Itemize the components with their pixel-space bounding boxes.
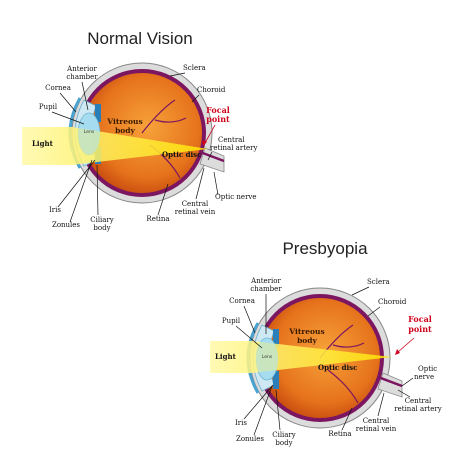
light-beam: [22, 127, 208, 165]
focal-point-arrow: [397, 337, 415, 353]
pupil-label: Pupil: [39, 103, 58, 111]
vitreous-label-1: Vitreous: [106, 117, 142, 126]
ciliary-body-leader: [96, 164, 99, 216]
lens-overlay: [256, 338, 278, 380]
zonules-label: Zonules: [52, 221, 80, 229]
anterior-chamber-label-2: chamber: [250, 285, 282, 293]
optic-nerve-label-1: Optic: [418, 365, 437, 373]
optic-disc-label: Optic disc: [162, 150, 201, 159]
central-retinal-vein-label-1: Central: [363, 417, 390, 425]
central-retinal-artery-leader: [207, 151, 213, 161]
anterior-chamber-label-2: chamber: [66, 73, 98, 81]
choroid-label: Choroid: [378, 298, 407, 306]
iris-label: Iris: [235, 419, 247, 427]
ciliary-body-label-1: Ciliary: [90, 216, 114, 224]
focal-point-label-2: point: [206, 114, 230, 124]
zonules-leader: [69, 159, 93, 223]
central-retinal-artery-label-2: retinal artery: [394, 405, 442, 413]
diagram-title: Presbyopia: [282, 239, 368, 258]
cornea-leader: [243, 305, 256, 334]
choroid-label: Choroid: [197, 86, 226, 94]
focal-point-label-2: point: [408, 324, 432, 334]
vitreous-label-2: body: [115, 126, 135, 135]
focal-point-arrowhead: [395, 349, 400, 355]
optic-disc-label: Optic disc: [318, 363, 357, 372]
light-label: Light: [215, 352, 237, 361]
central-retinal-artery-label-1: Central: [218, 136, 245, 144]
pupil-label: Pupil: [222, 317, 241, 325]
ciliary-body-label-2: body: [275, 439, 292, 447]
pupil-leader: [235, 325, 263, 349]
iris-lower: [273, 371, 279, 389]
normal-vision-diagram: Normal Vision Lens Light Vitreous body O…: [22, 29, 258, 232]
choroid-leader: [191, 94, 200, 103]
iris-upper: [273, 329, 279, 347]
light-label: Light: [32, 139, 54, 148]
focal-point-arrow: [204, 124, 216, 144]
zonules-leader: [253, 385, 273, 436]
iris-upper: [95, 104, 101, 122]
focal-point-arrowhead: [202, 140, 207, 146]
optic-nerve-label: Optic nerve: [215, 193, 257, 201]
central-retinal-artery-label-2: retinal artery: [210, 144, 258, 152]
anterior-chamber-label-1: Anterior: [250, 277, 281, 285]
ciliary-body-label-2: body: [93, 224, 110, 232]
retina-leader: [157, 183, 169, 216]
optic-nerve-vessel: [377, 375, 403, 388]
central-retinal-artery-leader: [397, 389, 411, 398]
iris-label: Iris: [49, 206, 61, 214]
anterior-chamber-label-1: Anterior: [66, 65, 97, 73]
pupil-leader: [51, 111, 85, 125]
ciliary-body-leader: [275, 389, 281, 431]
optic-nerve-vessel: [199, 150, 225, 163]
vitreous-label-2: body: [297, 336, 317, 345]
presbyopia-diagram: Presbyopia Lens Light Vitreous body Opti…: [210, 239, 442, 447]
central-retinal-vein-leader: [377, 392, 385, 417]
sclera-leader: [169, 72, 186, 77]
cornea-label: Cornea: [229, 297, 255, 305]
retina-label: Retina: [328, 430, 351, 438]
sclera-leader: [351, 286, 370, 296]
light-beam: [210, 341, 392, 373]
diagram-title: Normal Vision: [87, 29, 193, 48]
sclera-label: Sclera: [183, 64, 206, 72]
iris-leader: [243, 384, 274, 420]
zonules-label: Zonules: [236, 435, 264, 443]
central-retinal-vein-leader: [195, 167, 205, 200]
central-retinal-vein-label-2: retinal vein: [356, 425, 397, 433]
optic-nerve-leader: [401, 377, 414, 387]
sclera-label: Sclera: [367, 278, 390, 286]
central-retinal-vein-label-1: Central: [182, 200, 209, 208]
cornea-label: Cornea: [45, 84, 71, 92]
vitreous-label-1: Vitreous: [288, 327, 324, 336]
central-retinal-vein-label-2: retinal vein: [175, 208, 216, 216]
choroid-leader: [367, 306, 381, 317]
cornea-leader: [59, 92, 77, 113]
optic-nerve-leader: [213, 171, 219, 196]
anterior-chamber-leader: [81, 81, 89, 111]
lens-label: Lens: [84, 129, 95, 135]
central-retinal-artery-label-1: Central: [405, 397, 432, 405]
focal-point-label-1: Focal: [408, 314, 432, 324]
retina-label: Retina: [146, 215, 169, 223]
lens-label: Lens: [262, 354, 273, 360]
retina-leader: [341, 407, 353, 431]
iris-leader: [57, 159, 96, 208]
focal-point-label-1: Focal: [206, 105, 230, 115]
optic-nerve-label-2: nerve: [414, 373, 434, 381]
ciliary-body-label-1: Ciliary: [272, 431, 296, 439]
